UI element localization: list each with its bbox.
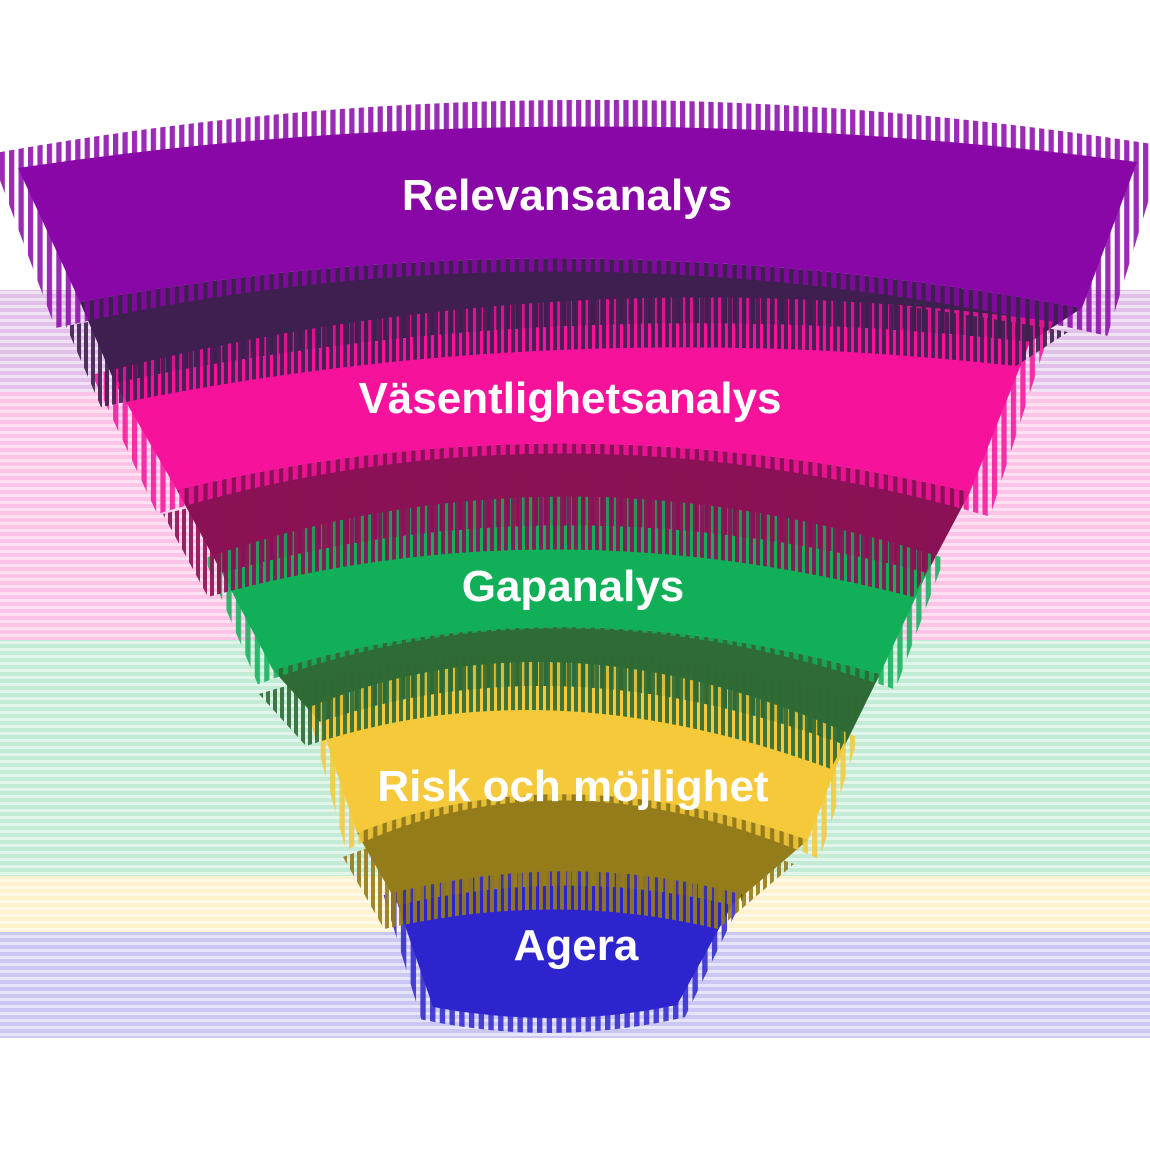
funnel-level-label-2: Väsentlighetsanalys [358,374,781,423]
funnel-labels: Relevansanalys Väsentlighetsanalys Gapan… [358,171,781,970]
funnel-level-label-3: Gapanalys [462,562,685,611]
funnel-level-label-5: Agera [514,921,639,970]
funnel-level-label-4: Risk och möjlighet [377,762,769,811]
funnel-level-label-1: Relevansanalys [402,171,732,220]
